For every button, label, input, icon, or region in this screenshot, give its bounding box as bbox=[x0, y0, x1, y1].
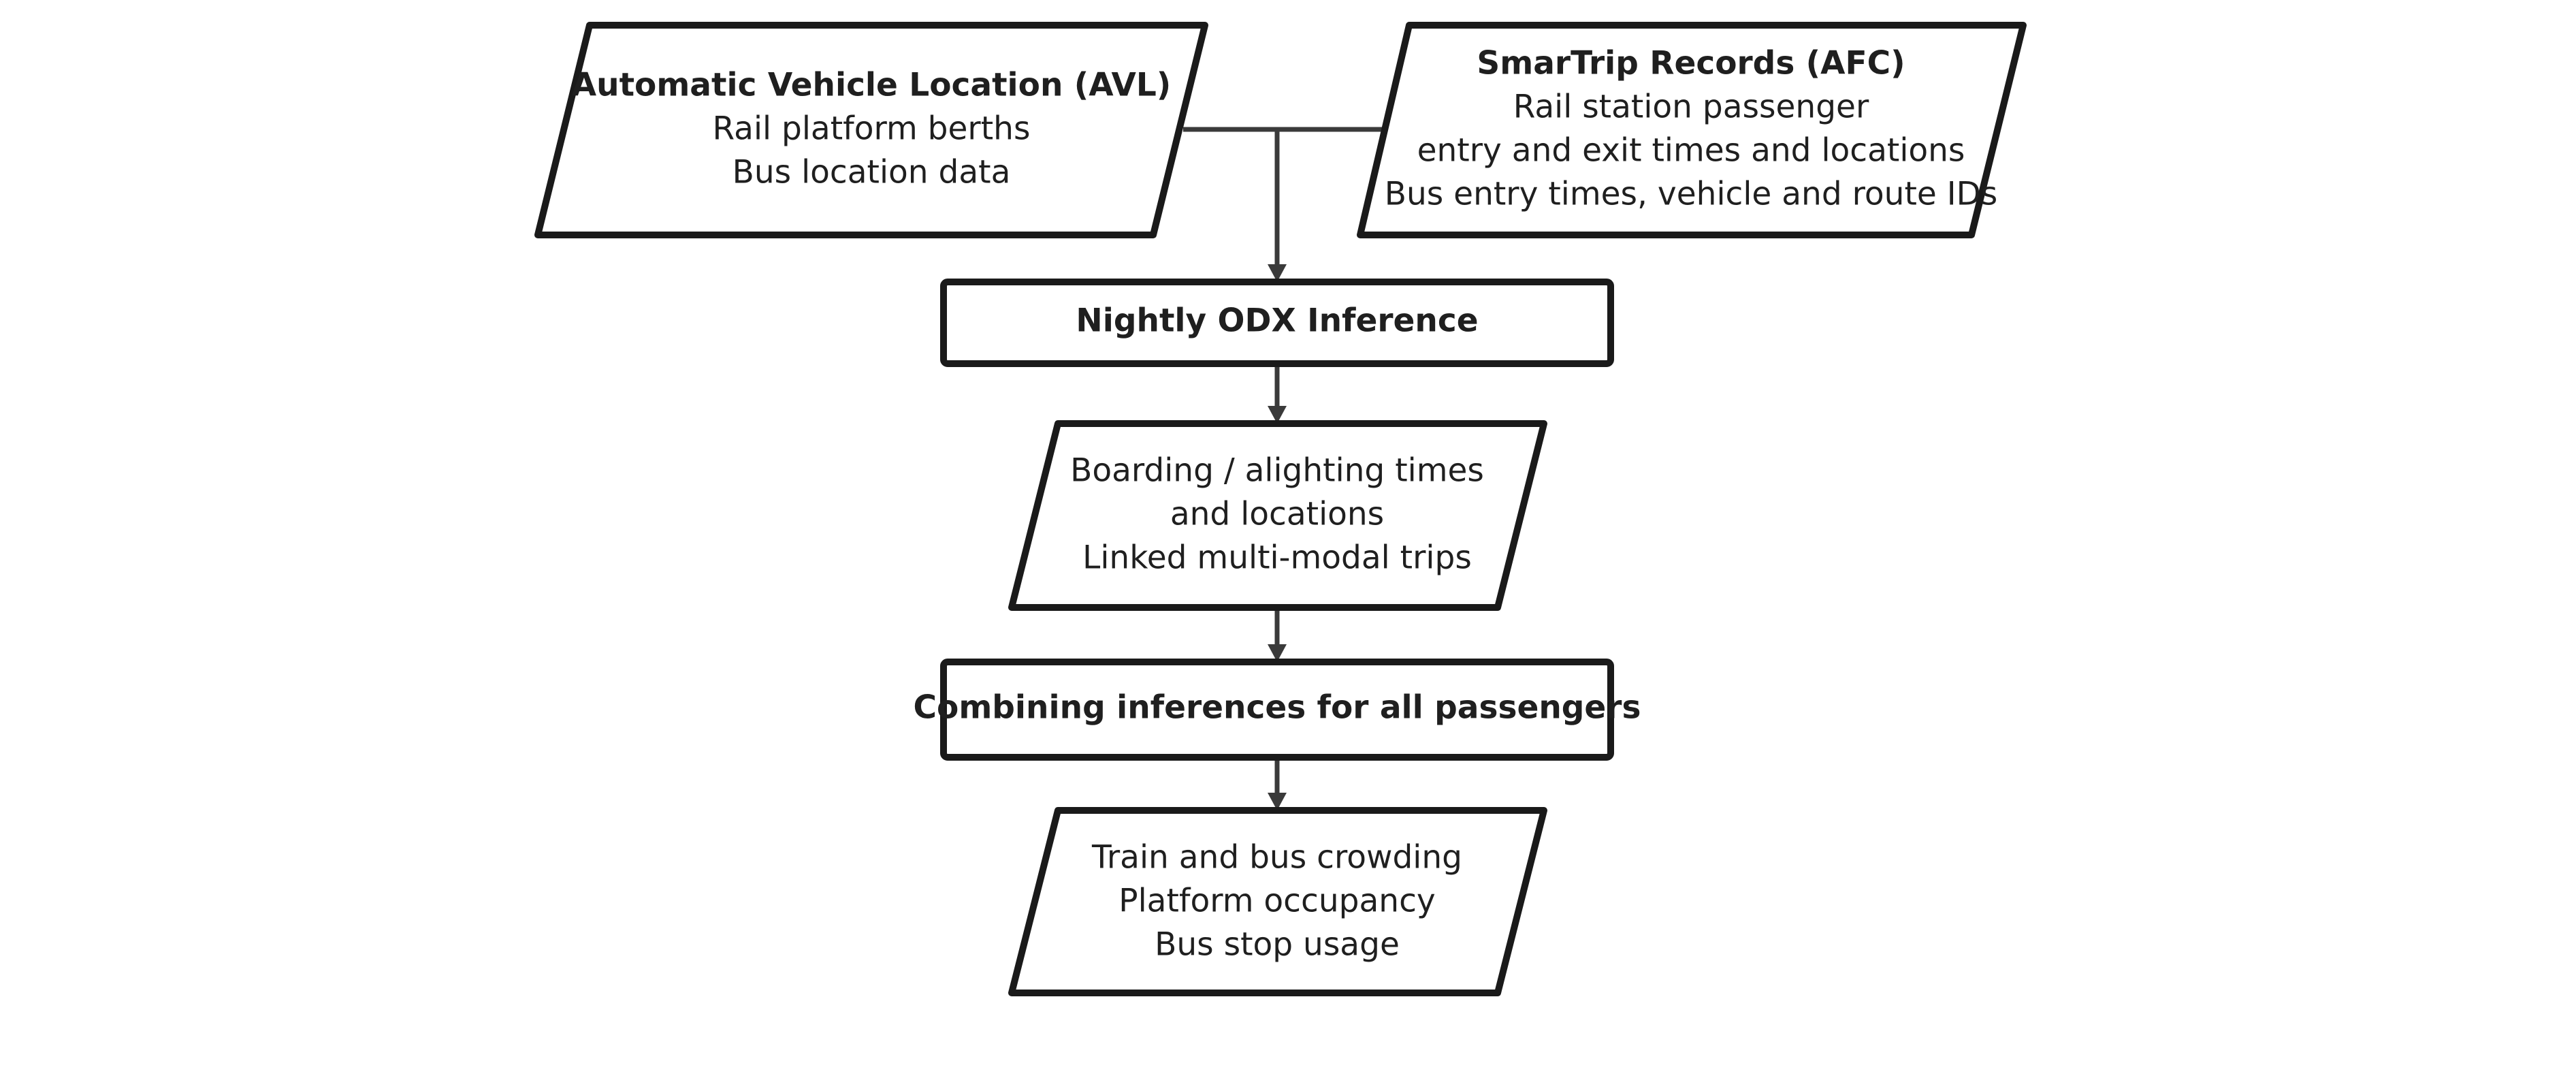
odx-process-node: Nightly ODX Inference bbox=[940, 279, 1614, 367]
afc-input-node: SmarTrip Records (AFC) Rail station pass… bbox=[1357, 22, 2027, 238]
outputs-arrowhead bbox=[1268, 793, 1287, 810]
afc-line-3: Bus entry times, vehicle and route IDs bbox=[1385, 176, 1998, 213]
boarding-data-shape bbox=[1008, 420, 1547, 611]
afc-line-2: entry and exit times and locations bbox=[1417, 132, 1965, 170]
combining-title: Combining inferences for all passengers bbox=[914, 689, 1641, 727]
outputs-node: Train and bus crowding Platform occupanc… bbox=[1008, 807, 1547, 996]
odx-arrowhead bbox=[1268, 264, 1287, 282]
avl-input-shape bbox=[534, 22, 1208, 238]
outputs-line-3: Bus stop usage bbox=[1155, 926, 1400, 964]
boarding-line-2: and locations bbox=[1170, 496, 1384, 533]
connectors bbox=[1183, 127, 1391, 810]
afc-title: SmarTrip Records (AFC) bbox=[1477, 45, 1905, 82]
afc-line-1: Rail station passenger bbox=[1513, 89, 1869, 126]
outputs-shape bbox=[1008, 807, 1547, 996]
boarding-line-1: Boarding / alighting times bbox=[1070, 452, 1484, 490]
outputs-line-1: Train and bus crowding bbox=[1091, 839, 1462, 876]
combining-process-node: Combining inferences for all passengers bbox=[914, 659, 1641, 761]
combining-process-shape bbox=[940, 659, 1614, 761]
avl-title: Automatic Vehicle Location (AVL) bbox=[572, 67, 1172, 104]
avl-line-1: Rail platform berths bbox=[713, 110, 1031, 148]
outputs-line-2: Platform occupancy bbox=[1118, 883, 1435, 920]
odx-title: Nightly ODX Inference bbox=[1076, 302, 1478, 340]
boarding-line-3: Linked multi-modal trips bbox=[1082, 539, 1472, 577]
odx-process-shape bbox=[940, 279, 1614, 367]
combining-arrowhead bbox=[1268, 644, 1287, 662]
avl-input-node: Automatic Vehicle Location (AVL) Rail pl… bbox=[534, 22, 1208, 238]
avl-line-2: Bus location data bbox=[732, 154, 1011, 191]
boarding-arrowhead bbox=[1268, 406, 1287, 424]
boarding-data-node: Boarding / alighting times and locations… bbox=[1008, 420, 1547, 611]
afc-input-shape bbox=[1357, 22, 2027, 238]
